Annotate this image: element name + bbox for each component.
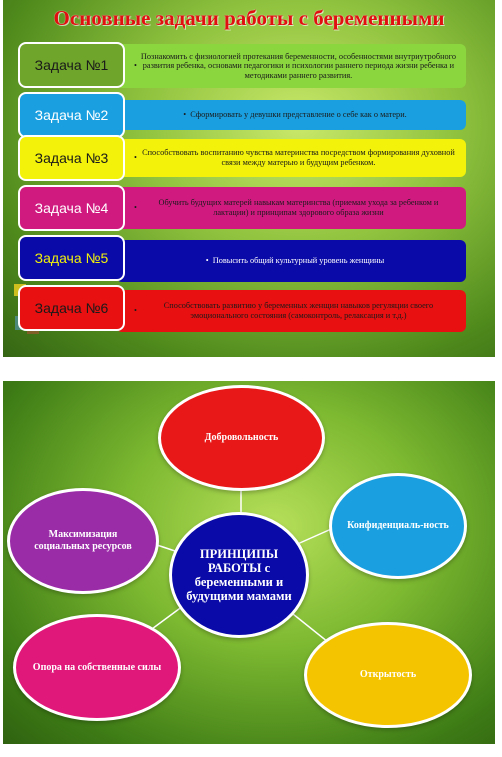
principles-center: ПРИНЦИПЫ РАБОТЫ с беременными и будущими… [169,512,309,638]
principle-social-resources: Максимизация социальных ресурсов [7,488,159,594]
bullet: • [134,61,137,71]
task-label: Задача №3 [18,135,125,181]
task-text: Обучить будущих матерей навыкам материнс… [158,198,439,217]
task-text: Познакомить с физиологией протекания бер… [140,51,457,80]
task-description: • Способствовать воспитанию чувства матер… [116,139,466,177]
principle-openness: Открытость [304,622,472,728]
task-label: Задача №5 [18,235,125,281]
task-description: • Способствовать развитию у беременных же… [116,290,466,332]
bullet: • [205,256,209,266]
bullet: • [134,203,137,213]
task-label: Задача №4 [18,185,125,231]
slide-tasks: Основные задачи работы с беременными •По… [3,0,495,357]
principle-voluntariness: Добровольность [158,385,325,491]
task-description: • Обучить будущих матерей навыкам материн… [116,187,466,229]
bullet: • [134,153,137,163]
task-text: Способствовать развитию у беременных жен… [163,301,434,320]
bullet: • [183,110,187,120]
task-description: •Повысить общий культурный уровень женщи… [116,240,466,282]
principle-self-reliance: Опора на собственные силы [13,614,181,721]
task-description: •Познакомить с физиологией протекания бе… [116,44,466,88]
task-text: Сформировать у девушки представление о с… [190,110,407,120]
slide-title: Основные задачи работы с беременными [53,6,445,30]
bullet: • [134,306,137,316]
principle-confidentiality: Конфиденциаль-ность [329,473,467,579]
task-text: Повысить общий культурный уровень женщин… [212,256,385,266]
task-label: Задача №1 [18,42,125,88]
slide-principles: Добровольность Конфиденциаль-ность Откры… [3,381,495,744]
task-label: Задача №6 [18,285,125,331]
task-text: Способствовать воспитанию чувства матери… [142,148,455,167]
task-description: •Сформировать у девушки представление о … [116,100,466,130]
task-label: Задача №2 [18,92,125,138]
